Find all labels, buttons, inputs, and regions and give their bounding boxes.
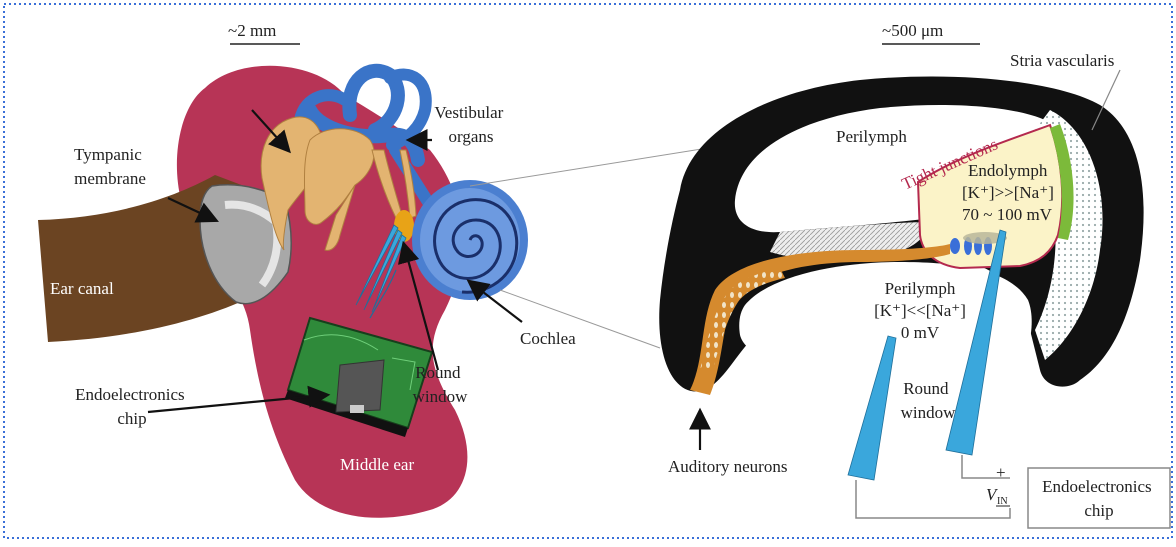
label-endolymph: Endolymph bbox=[968, 161, 1048, 180]
label-middle-ear: Middle ear bbox=[340, 455, 414, 474]
label-perilymph-potential: 0 mV bbox=[901, 323, 940, 342]
label-ear-canal: Ear canal bbox=[50, 279, 114, 298]
label-tympanic-membrane: Tympanic membrane bbox=[74, 145, 146, 188]
label-round-window-right: Round window bbox=[901, 379, 957, 422]
label-perilymph-bottom: Perilymph bbox=[885, 279, 956, 298]
right-scale-label: ~500 μm bbox=[882, 21, 943, 40]
label-vestibular-organs: Vestibular organs bbox=[434, 103, 507, 146]
label-cochlea: Cochlea bbox=[520, 329, 576, 348]
label-auditory-neurons: Auditory neurons bbox=[668, 457, 787, 476]
label-endolymph-ions: [K⁺]>>[Na⁺] bbox=[962, 183, 1054, 202]
left-scale-label: ~2 mm bbox=[228, 21, 276, 40]
label-stria-vascularis: Stria vascularis bbox=[1010, 51, 1114, 70]
label-v-in-sub: IN bbox=[997, 496, 1008, 507]
label-endolymph-potential: 70 ~ 100 mV bbox=[962, 205, 1053, 224]
label-endoelectronics-chip-left: Endoelectronics chip bbox=[75, 385, 189, 428]
label-perilymph-ions: [K⁺]<<[Na⁺] bbox=[874, 301, 966, 320]
label-perilymph-top: Perilymph bbox=[836, 127, 907, 146]
label-v-plus: + bbox=[996, 463, 1006, 482]
